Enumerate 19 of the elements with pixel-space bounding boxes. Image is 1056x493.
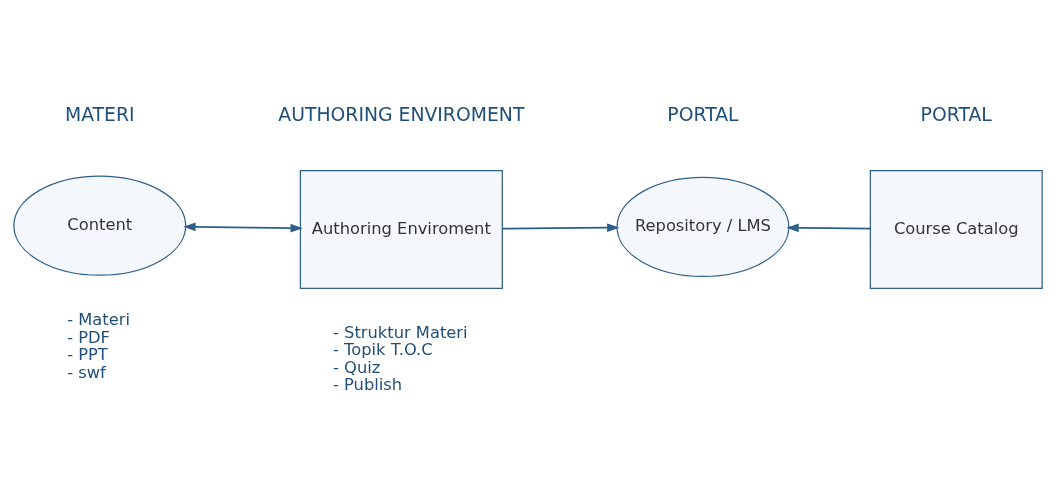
node-label: - Publish xyxy=(333,374,403,394)
node-label: - Struktur Materi xyxy=(333,322,468,342)
node-box: Authoring Enviroment xyxy=(299,169,503,289)
node-label: - Quiz xyxy=(333,357,381,377)
label: AUTHORING ENVIROMENT xyxy=(278,103,525,125)
label: PORTAL xyxy=(920,103,992,125)
node-label: - PPT xyxy=(67,344,108,364)
arrow xyxy=(786,223,872,232)
node-ellipse: Repository / LMS xyxy=(616,176,790,277)
node-label: - Topik T.O.C xyxy=(333,339,433,359)
node-label: - PDF xyxy=(67,327,110,347)
node-label: - Materi xyxy=(67,309,130,329)
label: MATERI xyxy=(64,103,135,125)
node-ellipse: Content xyxy=(13,175,187,276)
arrow xyxy=(501,222,620,232)
arrow xyxy=(183,222,303,232)
node-box: Course Catalog xyxy=(869,169,1043,289)
label: PORTAL xyxy=(667,103,739,125)
node-label: - swf xyxy=(67,362,106,382)
